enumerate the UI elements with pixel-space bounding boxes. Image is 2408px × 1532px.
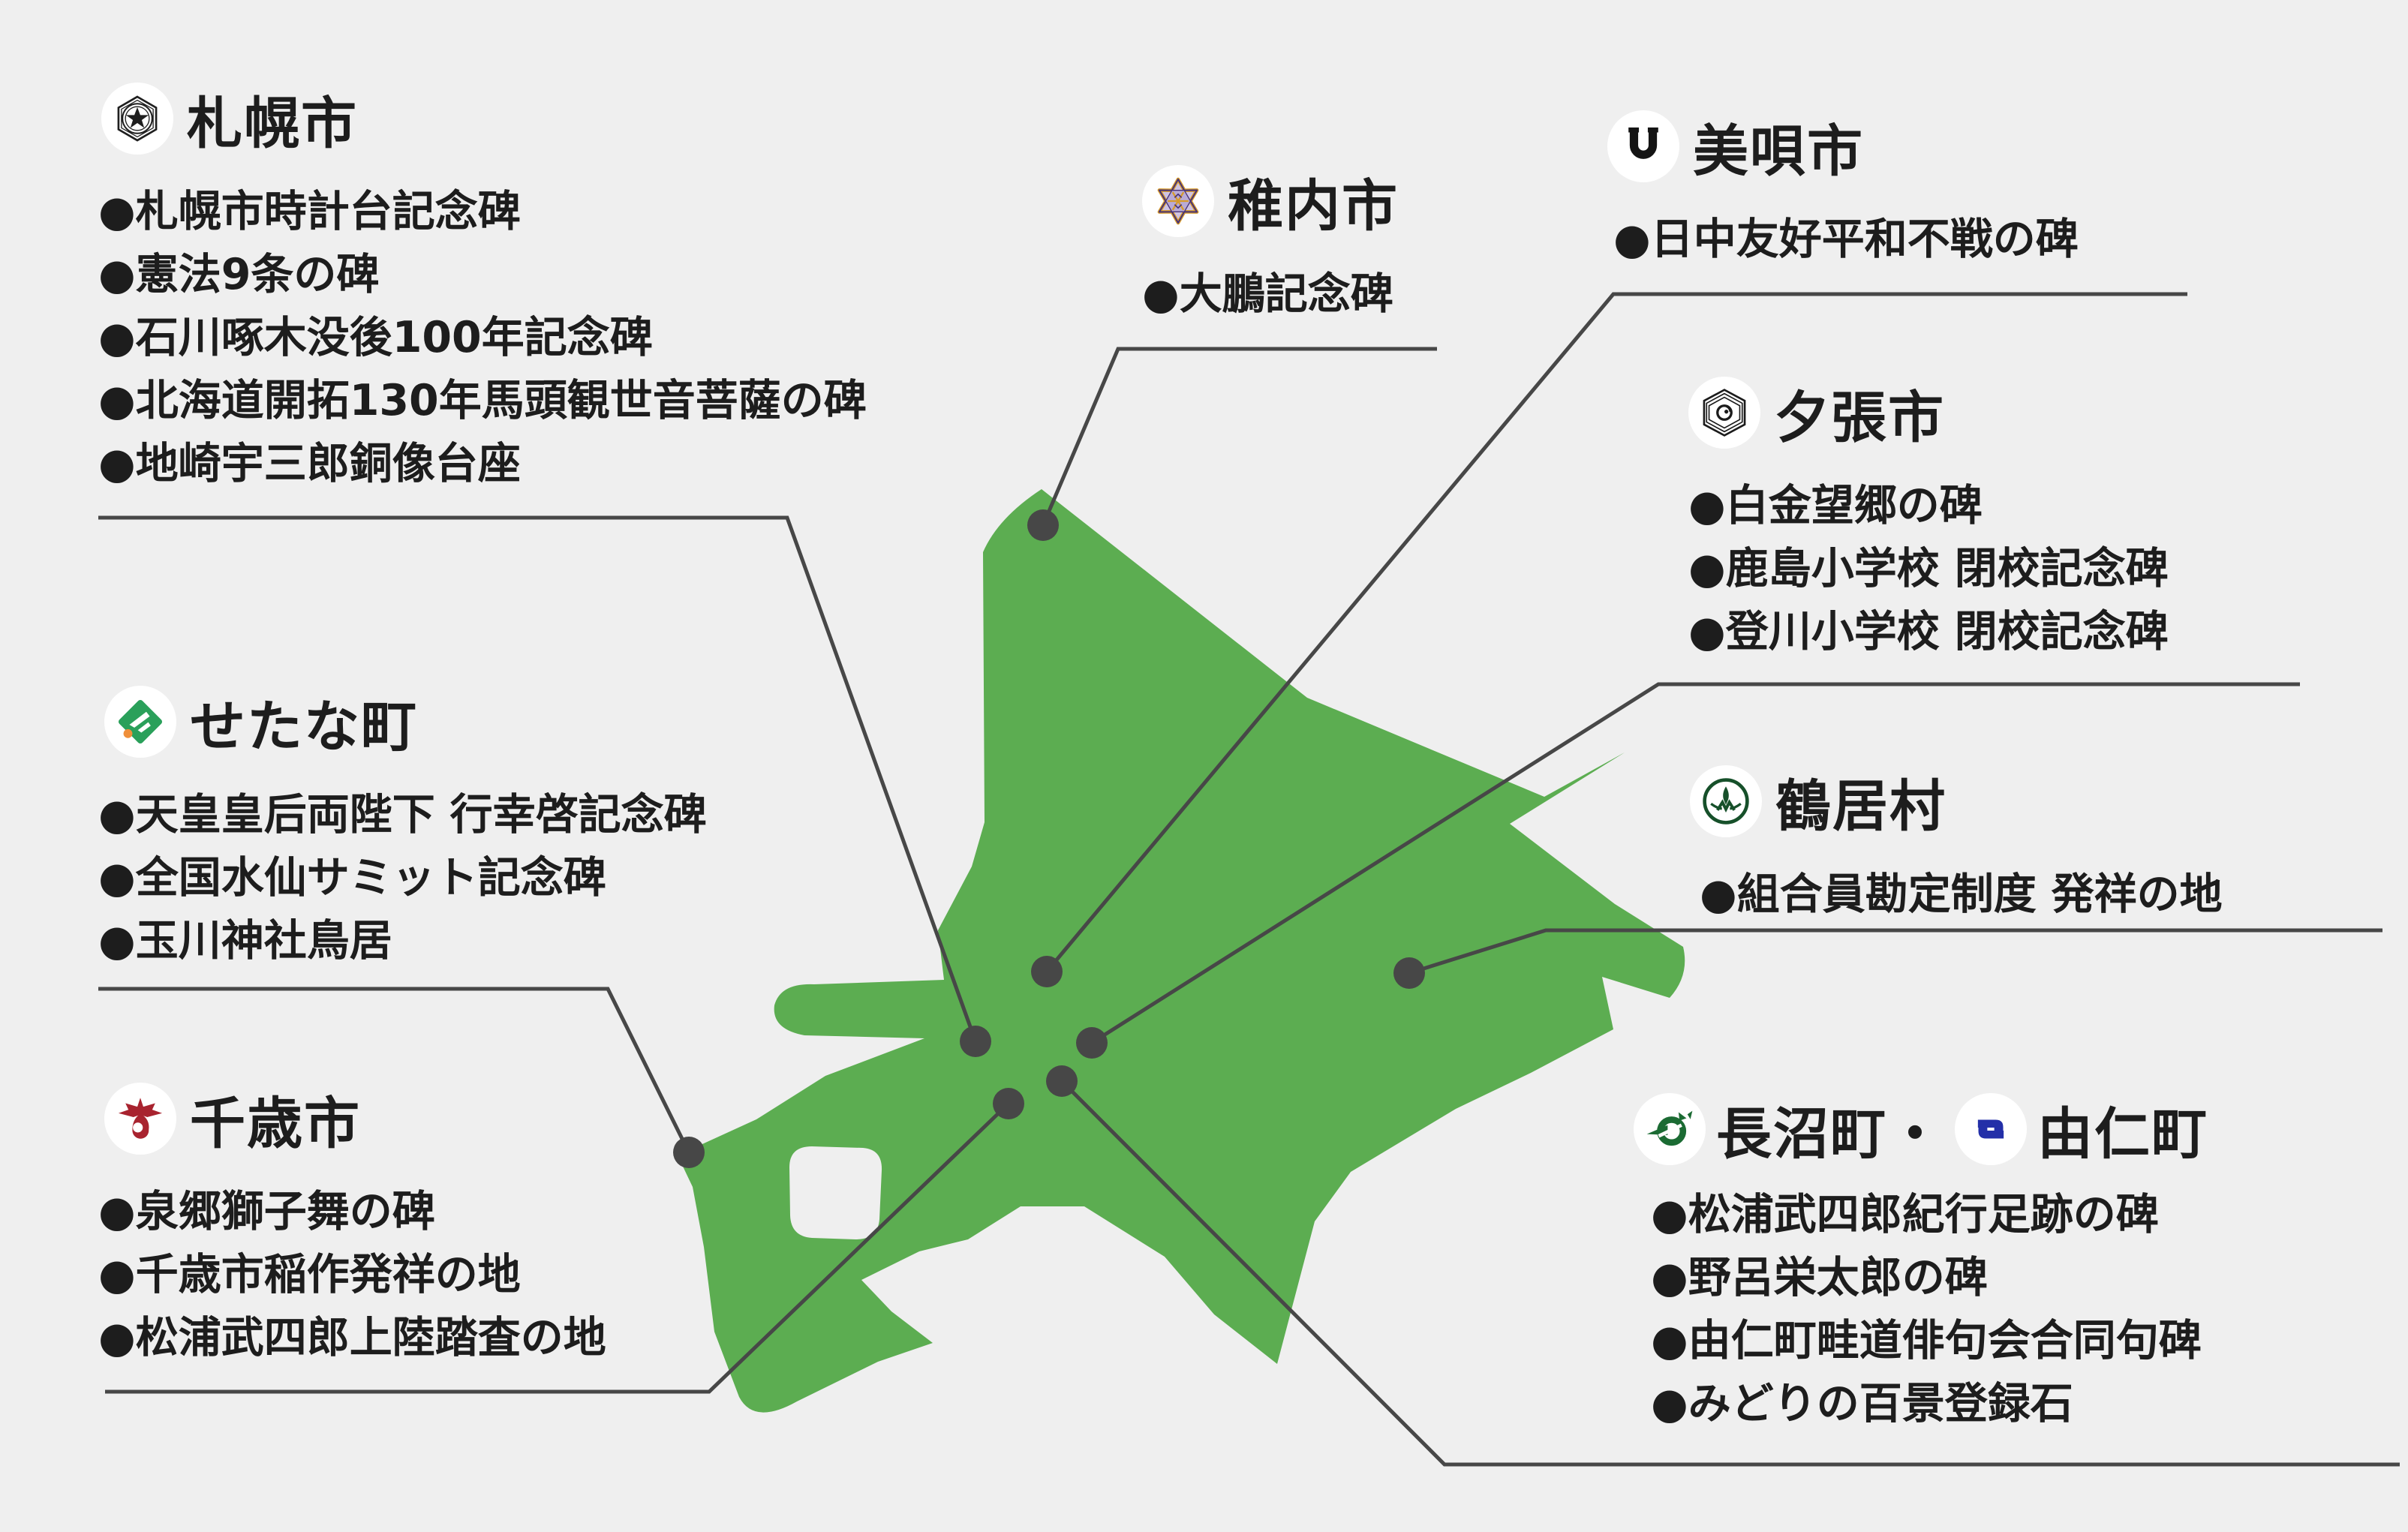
chitose-city-emblem-icon	[104, 1083, 176, 1155]
section-yubari-title: 夕張市	[1774, 385, 1945, 450]
wakkanai-connector-line	[1041, 347, 1437, 526]
map-markers	[673, 509, 1425, 1168]
setana-town-emblem-icon	[104, 686, 176, 758]
map-marker-chitose	[993, 1088, 1024, 1119]
list-item: ●大鵬記念碑	[1142, 269, 1393, 319]
list-item: ●松浦武四郎上陸踏査の地	[98, 1313, 606, 1362]
map-marker-sapporo	[960, 1026, 991, 1057]
naganuma-yuni-connector-line	[1060, 1080, 2400, 1467]
map-marker-wakkanai	[1027, 509, 1059, 541]
section-wakkanai: 稚内市 ●大鵬記念碑	[1142, 165, 1399, 326]
section-yubari: 夕張市 ●白金望郷の碑 ●鹿島小学校 閉校記念碑 ●登川小学校 閉校記念碑	[1688, 377, 2169, 663]
tsurui-connector-line	[1408, 928, 2382, 975]
section-naganuma-title: 長沼町・	[1716, 1101, 1944, 1167]
section-setana: せたな町 ●天皇皇后両陛下 行幸啓記念碑 ●全国水仙サミット記念碑 ●玉川神社鳥…	[98, 686, 707, 972]
setana-connector-line	[98, 987, 691, 1154]
section-sapporo: 札幌市 ●札幌市時計台記念碑 ●憲法9条の碑 ●石川啄木没後100年記念碑 ●北…	[98, 83, 867, 495]
list-item: ●登川小学校 閉校記念碑	[1688, 607, 2169, 656]
section-bibai-header: 美唄市	[1607, 110, 2079, 184]
naganuma-town-emblem-icon	[1634, 1093, 1706, 1165]
list-item: ●天皇皇后両陛下 行幸啓記念碑	[98, 790, 707, 840]
section-chitose: 千歳市 ●泉郷獅子舞の碑 ●千歳市稲作発祥の地 ●松浦武四郎上陸踏査の地	[98, 1083, 606, 1369]
map-marker-naganuma-yuni	[1046, 1065, 1078, 1097]
sapporo-monument-list: ●札幌市時計台記念碑 ●憲法9条の碑 ●石川啄木没後100年記念碑 ●北海道開拓…	[98, 180, 867, 495]
list-item: ●由仁町畦道俳句会合同句碑	[1651, 1316, 2202, 1365]
section-yuni-title: 由仁町	[2037, 1101, 2208, 1167]
list-item: ●地崎宇三郎銅像台座	[98, 439, 521, 488]
yubari-city-emblem-icon	[1688, 377, 1760, 449]
section-sapporo-title: 札幌市	[187, 91, 358, 156]
list-item: ●野呂栄太郎の碑	[1651, 1253, 1988, 1302]
section-setana-title: せたな町	[190, 694, 418, 759]
list-item: ●北海道開拓130年馬頭観世音菩薩の碑	[98, 376, 867, 425]
yuni-town-emblem-icon	[1955, 1093, 2027, 1165]
list-item: ●組合員勘定制度 発祥の地	[1700, 870, 2223, 919]
bibai-monument-list: ●日中友好平和不戦の碑	[1613, 208, 2079, 271]
section-bibai-title: 美唄市	[1693, 119, 1864, 184]
section-wakkanai-header: 稚内市	[1142, 165, 1399, 239]
bibai-city-emblem-icon	[1607, 110, 1679, 182]
sapporo-connector-line	[98, 515, 978, 1042]
list-item: ●千歳市稲作発祥の地	[98, 1250, 521, 1299]
list-item: ●松浦武四郎紀行足跡の碑	[1651, 1190, 2159, 1239]
yubari-monument-list: ●白金望郷の碑 ●鹿島小学校 閉校記念碑 ●登川小学校 閉校記念碑	[1688, 474, 2169, 663]
naganuma-yuni-monument-list: ●松浦武四郎紀行足跡の碑 ●野呂栄太郎の碑 ●由仁町畦道俳句会合同句碑 ●みどり…	[1651, 1183, 2208, 1435]
wakkanai-monument-list: ●大鵬記念碑	[1142, 263, 1399, 326]
list-item: ●日中友好平和不戦の碑	[1613, 215, 2079, 264]
sapporo-city-emblem-icon	[101, 83, 173, 155]
section-setana-header: せたな町	[104, 686, 707, 759]
list-item: ●鹿島小学校 閉校記念碑	[1688, 544, 2169, 593]
section-naganuma-yuni-header: 長沼町・ 由仁町	[1634, 1093, 2208, 1167]
map-marker-setana	[673, 1137, 705, 1168]
section-chitose-title: 千歳市	[190, 1091, 361, 1156]
section-yubari-header: 夕張市	[1688, 377, 2169, 450]
list-item: ●全国水仙サミット記念碑	[98, 853, 606, 903]
section-bibai: 美唄市 ●日中友好平和不戦の碑	[1607, 110, 2079, 271]
list-item: ●札幌市時計台記念碑	[98, 187, 521, 236]
tsurui-monument-list: ●組合員勘定制度 発祥の地	[1700, 863, 2223, 926]
list-item: ●みどりの百景登録石	[1651, 1379, 2073, 1428]
list-item: ●憲法9条の碑	[98, 250, 380, 299]
list-item: ●泉郷獅子舞の碑	[98, 1187, 435, 1236]
connector-lines	[98, 292, 2400, 1467]
chitose-connector-line	[105, 1102, 1010, 1394]
section-tsurui-header: 鶴居村	[1690, 765, 2223, 839]
chitose-monument-list: ●泉郷獅子舞の碑 ●千歳市稲作発祥の地 ●松浦武四郎上陸踏査の地	[98, 1180, 606, 1369]
map-marker-yubari	[1076, 1027, 1108, 1059]
section-naganuma-yuni: 長沼町・ 由仁町 ●松浦武四郎紀行足跡の碑 ●野呂栄太郎の碑 ●由仁町畦道俳句会…	[1634, 1093, 2208, 1435]
tsurui-village-emblem-icon	[1690, 765, 1762, 837]
list-item: ●白金望郷の碑	[1688, 481, 1983, 530]
section-wakkanai-title: 稚内市	[1228, 173, 1399, 239]
list-item: ●石川啄木没後100年記念碑	[98, 313, 653, 362]
section-tsurui-title: 鶴居村	[1775, 774, 1947, 839]
bibai-connector-line	[1045, 292, 2187, 973]
yubari-connector-line	[1090, 682, 2300, 1045]
section-tsurui: 鶴居村 ●組合員勘定制度 発祥の地	[1690, 765, 2223, 926]
map-marker-bibai	[1031, 956, 1063, 987]
list-item: ●玉川神社鳥居	[98, 916, 392, 966]
map-marker-tsurui	[1393, 957, 1425, 989]
setana-monument-list: ●天皇皇后両陛下 行幸啓記念碑 ●全国水仙サミット記念碑 ●玉川神社鳥居	[98, 783, 707, 972]
section-sapporo-header: 札幌市	[101, 83, 867, 156]
section-chitose-header: 千歳市	[104, 1083, 606, 1156]
wakkanai-city-emblem-icon	[1142, 165, 1214, 237]
